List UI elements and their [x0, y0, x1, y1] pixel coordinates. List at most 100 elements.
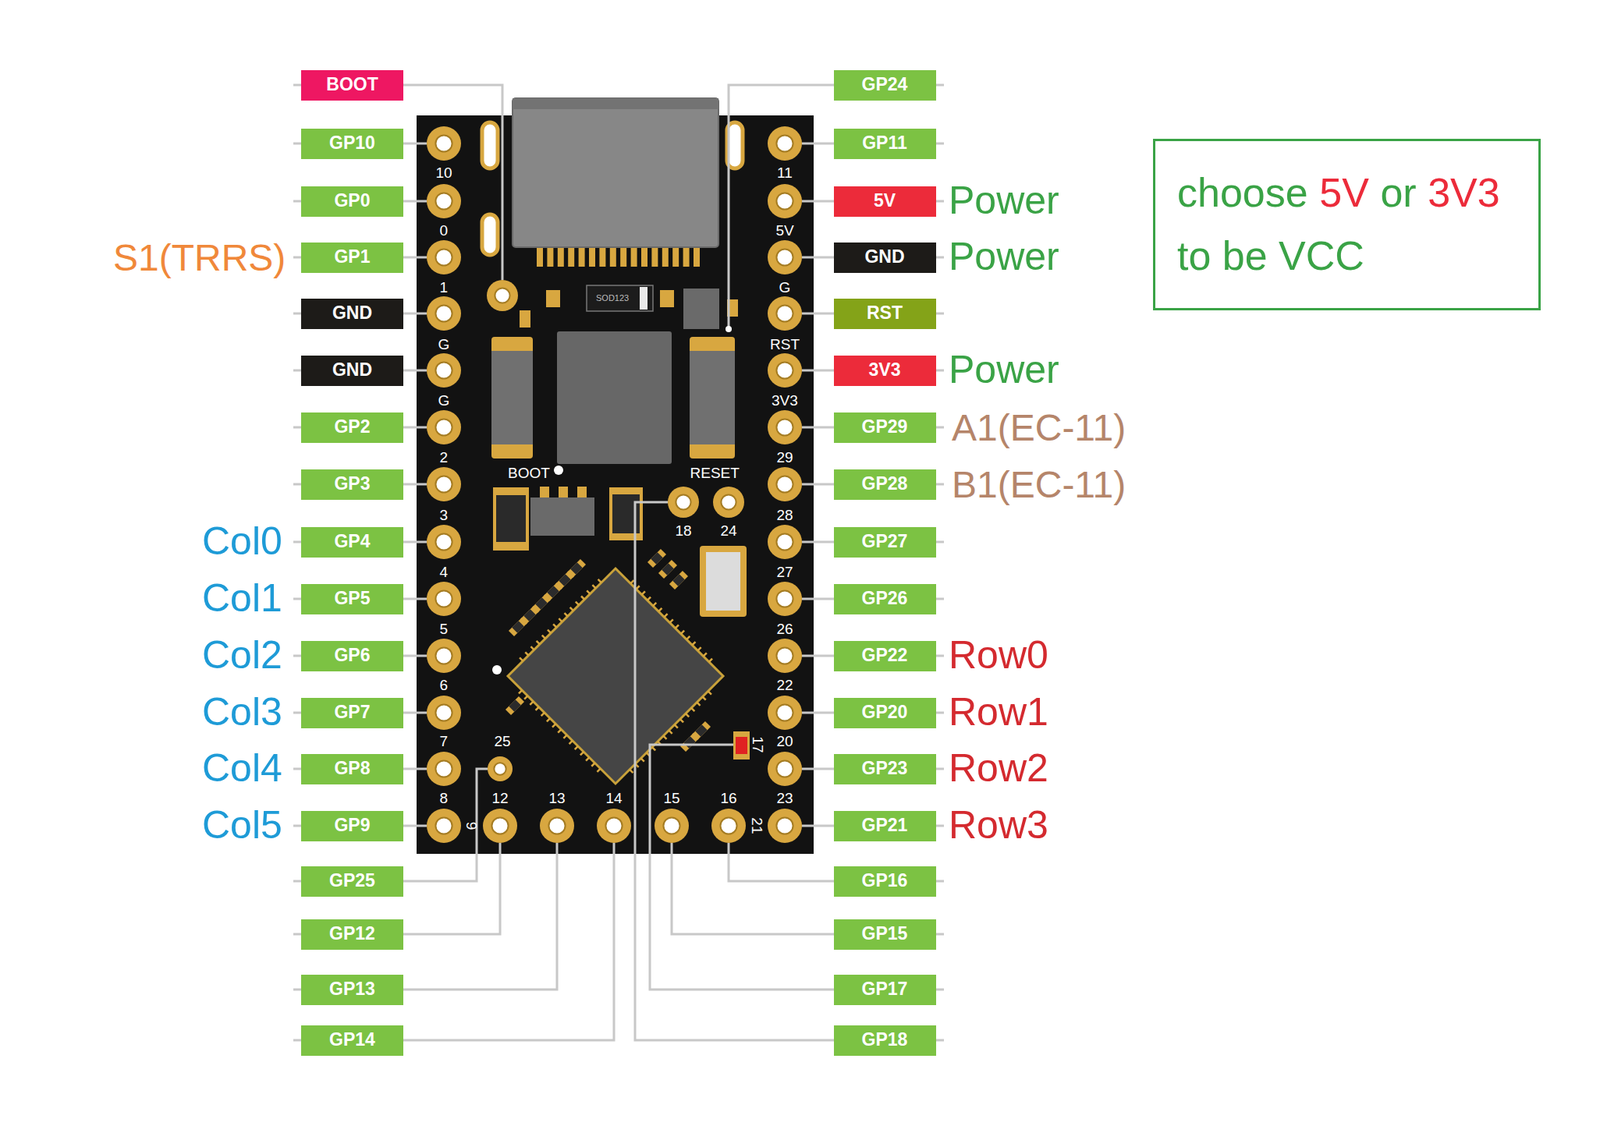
silkscreen-text: 23: [776, 790, 794, 808]
pad-ring: [767, 581, 802, 617]
pin-name: GP11: [862, 133, 908, 153]
passive-chip: [658, 560, 678, 579]
pad-hole: [548, 817, 565, 834]
pad-ring: [426, 184, 462, 219]
capacitor-end: [491, 337, 533, 459]
leader-line: [293, 541, 302, 544]
pad-ring: [426, 525, 462, 560]
silkscreen-text: 11: [776, 164, 793, 182]
chip-body: [672, 574, 685, 587]
mcu-chip: [507, 568, 724, 785]
pad-ring: [767, 752, 802, 787]
passive-chip: [567, 559, 586, 579]
pin-label: GND: [301, 298, 404, 330]
pad-ring: [767, 695, 802, 731]
leader-line: [403, 369, 427, 373]
leader-line: [293, 84, 302, 87]
chip-body: [558, 574, 572, 587]
note-line: to be VCC: [1177, 224, 1517, 288]
mcu-pin: [592, 585, 596, 589]
mcu-pin: [535, 707, 540, 711]
pad-hole: [663, 817, 680, 834]
smd-pad: [546, 290, 561, 308]
pad-hole: [435, 134, 452, 152]
pin-name: GP2: [333, 417, 370, 437]
pad-hole: [776, 533, 793, 550]
leader-line: [801, 483, 834, 487]
through-hole-pad: [486, 280, 518, 312]
mcu-pin: [546, 718, 550, 722]
column-label: Col0: [202, 519, 283, 565]
chip-body: [570, 562, 583, 575]
pin-name: GP25: [329, 871, 376, 891]
usb-contact: [662, 248, 669, 267]
leader-line: [293, 1039, 302, 1043]
pin-label: GP13: [301, 975, 404, 1006]
pad-hole: [435, 192, 452, 210]
leader-line: [293, 256, 302, 259]
through-hole-pad: [767, 808, 802, 844]
pad-hole: [720, 817, 737, 834]
passive-chip: [691, 721, 711, 741]
pin-label: GP20: [833, 698, 937, 729]
pin-name: 5V: [873, 191, 896, 211]
mcu-pin: [563, 735, 567, 739]
silkscreen-text: 3V3: [771, 392, 799, 410]
pin-name: GP21: [862, 815, 909, 836]
chip-body: [695, 724, 708, 738]
pad-ring: [426, 353, 462, 388]
pin-name: GP13: [329, 979, 376, 1000]
pin-label: GP29: [833, 412, 937, 444]
pad-ring: [426, 296, 462, 331]
silkscreen-text: 22: [776, 677, 794, 695]
mcu-pin: [663, 736, 667, 740]
leader-line: [403, 483, 427, 487]
sot-part: [496, 495, 526, 543]
mcu-pin: [663, 613, 667, 618]
pad-hole: [435, 361, 452, 379]
pin-name: GP26: [862, 588, 909, 609]
mcu-pin: [691, 642, 696, 646]
note-text: or: [1380, 170, 1416, 216]
pin-name: GP6: [333, 645, 370, 666]
pin-label: GP27: [833, 527, 937, 558]
leader-line: [935, 880, 944, 884]
note-text: choose: [1177, 170, 1309, 216]
switch-part: [683, 288, 720, 330]
column-label: Col2: [202, 633, 283, 679]
chip-body: [535, 597, 548, 611]
pin-name: GP5: [333, 588, 370, 609]
pad-ring: [767, 410, 802, 445]
pin-name: GP3: [333, 474, 370, 494]
leader-line: [935, 483, 944, 487]
power-label: Power: [948, 178, 1060, 224]
pin-name: GP28: [862, 474, 909, 494]
pad-hole: [605, 817, 622, 834]
leader-line: [403, 825, 427, 828]
pad-hole: [776, 475, 793, 493]
pad-hole: [435, 305, 452, 322]
regulator-chip: [556, 331, 672, 465]
pin-label: BOOT: [301, 70, 404, 101]
leader-line: [293, 598, 302, 601]
row-label: Row2: [948, 746, 1049, 792]
leader-line: [403, 843, 614, 1041]
smd-pad: [659, 290, 675, 308]
mcu-pin: [642, 591, 646, 595]
leader-line: [935, 989, 944, 992]
through-hole-pad: [426, 410, 462, 445]
usb-contact: [567, 248, 575, 267]
pin-label: GP6: [301, 641, 404, 672]
leader-line: [293, 369, 302, 373]
through-hole-pad: [667, 486, 699, 518]
through-hole-pad: [767, 296, 802, 331]
pin-label: GP5: [301, 584, 404, 615]
usb-contact: [620, 248, 627, 267]
leader-line: [403, 541, 427, 544]
pin-name: GP9: [333, 815, 370, 836]
leader-line: [801, 825, 834, 828]
usb-contact: [651, 248, 658, 267]
leader-line: [935, 655, 944, 658]
smd-pad: [493, 487, 529, 551]
usb-shade: [512, 98, 719, 110]
